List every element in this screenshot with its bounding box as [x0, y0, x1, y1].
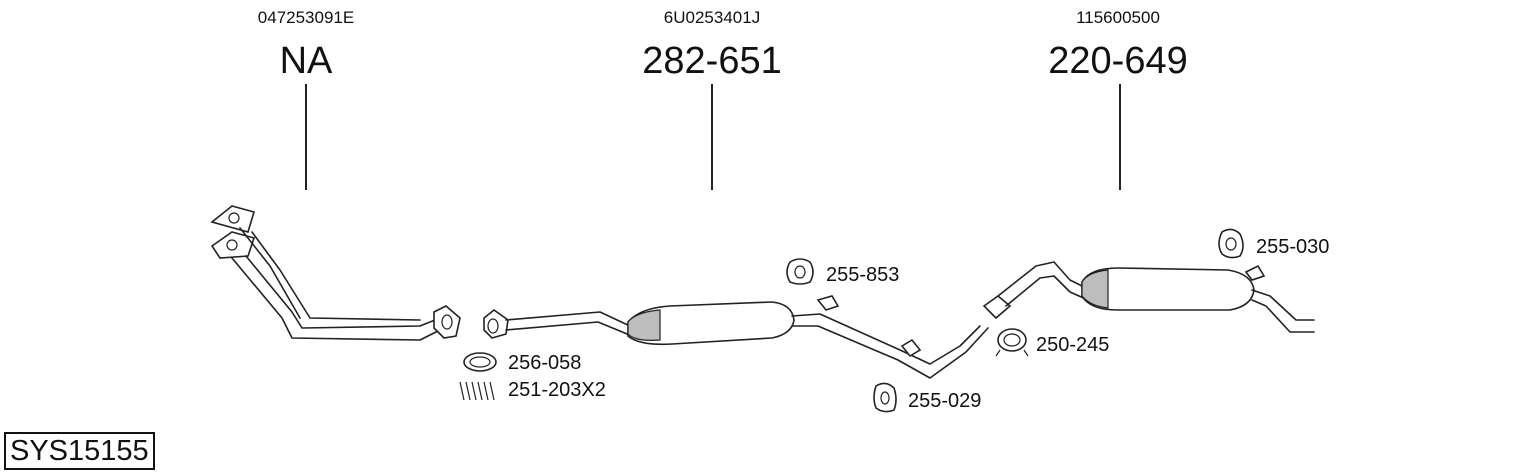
part-number-front-pipe[interactable]: NA: [279, 40, 333, 82]
accessory-label-hanger-2[interactable]: 255-029: [908, 390, 982, 412]
rubber-hanger-icon-3: [1218, 228, 1244, 259]
system-code-box: SYS15155: [4, 432, 155, 470]
accessory-label-clamp[interactable]: 250-245: [1036, 334, 1110, 356]
accessory-label-gasket[interactable]: 256-058: [508, 352, 582, 374]
part-number-center-silencer[interactable]: 282-651: [642, 40, 782, 82]
center-silencer-drawing: [483, 295, 989, 379]
rubber-hanger-icon-1: [786, 258, 814, 285]
front-pipe-drawing: [210, 205, 461, 341]
oem-number-center-silencer: 6U0253401J: [663, 8, 761, 27]
oem-number-rear-silencer: 115600500: [1076, 8, 1160, 27]
rubber-hanger-icon-2: [873, 382, 897, 413]
part-number-rear-silencer[interactable]: 220-649: [1048, 40, 1188, 82]
rear-silencer-drawing: [982, 261, 1315, 333]
oem-number-front-pipe: 047253091E: [257, 8, 355, 27]
accessory-label-hanger-1[interactable]: 255-853: [826, 264, 900, 286]
pipe-clamp-icon: [995, 328, 1029, 357]
accessory-label-hanger-3[interactable]: 255-030: [1256, 236, 1330, 258]
accessory-label-spring[interactable]: 251-203X2: [508, 379, 606, 401]
gasket-ring-icon: [463, 352, 497, 372]
spring-icon: [459, 381, 495, 401]
